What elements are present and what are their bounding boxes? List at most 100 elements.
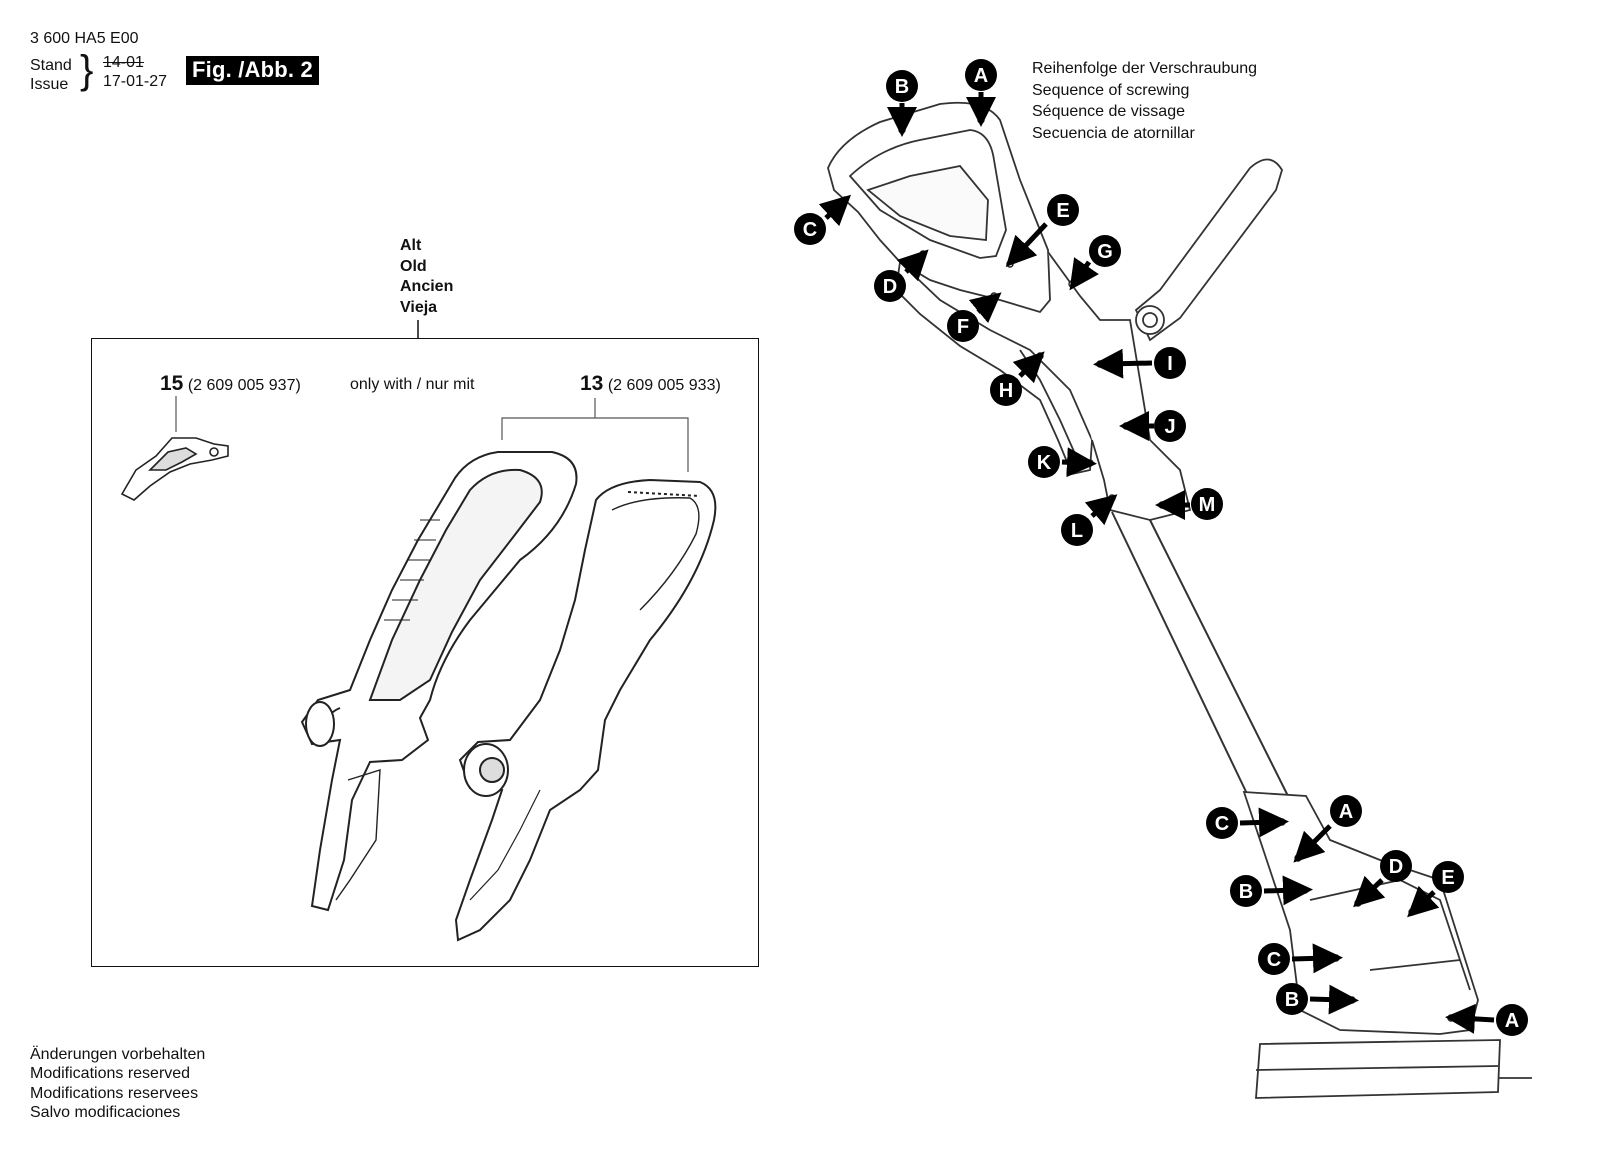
badge-letter: D xyxy=(883,276,897,298)
screw-badge-handle-e: E xyxy=(1005,194,1079,267)
badge-letter: D xyxy=(1389,856,1403,878)
screw-badge-handle-j: J xyxy=(1119,410,1186,442)
badge-letter: I xyxy=(1167,353,1173,375)
screw-badge-head-b: B xyxy=(1230,875,1313,907)
old-label-en: Old xyxy=(400,257,427,275)
badge-circle xyxy=(965,59,997,91)
stand-old-date: 14-01 xyxy=(103,54,144,71)
sequence-title-de: Reihenfolge der Verschraubung xyxy=(1032,60,1258,77)
part-number: 15 xyxy=(160,372,184,395)
old-label-fr: Ancien xyxy=(400,278,454,295)
screw-arrow xyxy=(968,292,1002,324)
figure-label: Fig. /Abb. 2 xyxy=(186,56,319,85)
badge-circle xyxy=(886,70,918,102)
screw-badge-head-a: A xyxy=(1293,795,1362,863)
badge-circle xyxy=(1276,983,1308,1015)
badge-letter: L xyxy=(1071,520,1083,542)
badge-circle xyxy=(1206,807,1238,839)
modifications-note: Änderungen vorbehalten Modifications res… xyxy=(30,1045,205,1122)
badge-letter: G xyxy=(1097,241,1113,263)
screw-arrow xyxy=(1353,875,1386,908)
badge-letter: M xyxy=(1199,494,1216,516)
screw-arrow xyxy=(1069,257,1099,291)
part-15-clip-drawing xyxy=(120,437,229,501)
badge-letter: A xyxy=(1339,801,1353,823)
badge-circle xyxy=(947,310,979,342)
screw-badge-handle-c: C xyxy=(794,194,851,245)
badge-letter: B xyxy=(895,76,909,98)
badge-circle xyxy=(1191,488,1223,520)
badge-letter: A xyxy=(1505,1010,1519,1032)
badge-circle xyxy=(794,213,826,245)
screw-arrow xyxy=(1061,447,1097,478)
stand-label: Stand xyxy=(30,57,72,74)
screw-badge-handle-d: D xyxy=(874,249,929,302)
only-with-note: only with / nur mit xyxy=(350,376,475,393)
badge-circle xyxy=(1258,943,1290,975)
badge-circle xyxy=(1154,347,1186,379)
old-handle-outer-drawing xyxy=(454,478,717,942)
badge-letter: E xyxy=(1441,867,1454,889)
screw-arrow xyxy=(896,249,929,282)
sequence-title-es: Secuencia de atornillar xyxy=(1032,124,1195,142)
part-code: (2 609 005 937) xyxy=(187,377,301,394)
modifications-de: Änderungen vorbehalten xyxy=(30,1046,206,1063)
part-code: (2 609 005 933) xyxy=(607,377,721,394)
screw-badge-head-b: B xyxy=(1276,983,1359,1015)
screw-badge-handle-k: K xyxy=(1028,446,1097,478)
screw-arrow xyxy=(1291,943,1343,974)
modifications-es: Salvo modificaciones xyxy=(30,1103,181,1121)
screw-badge-head-a: A xyxy=(1445,1003,1528,1036)
badge-letter: A xyxy=(974,65,988,87)
screw-badge-head-e: E xyxy=(1407,861,1464,918)
screw-badge-handle-g: G xyxy=(1069,235,1121,291)
screw-arrow xyxy=(818,194,851,227)
badge-circle xyxy=(1330,795,1362,827)
part-13-label: 13 (2 609 005 933) xyxy=(580,372,721,396)
badge-letter: K xyxy=(1037,452,1052,474)
issue-date: 17-01-27 xyxy=(103,73,168,90)
screw-badge-handle-b: B xyxy=(886,70,918,137)
badge-circle xyxy=(1230,875,1262,907)
old-label-de: Alt xyxy=(400,237,422,254)
modifications-en: Modifications reserved xyxy=(30,1065,191,1083)
badge-circle xyxy=(1061,514,1093,546)
screw-badge-head-c: C xyxy=(1258,943,1343,975)
screw-arrow xyxy=(1239,807,1289,838)
screw-badge-handle-i: I xyxy=(1093,347,1186,379)
badge-circle xyxy=(1496,1004,1528,1036)
badge-letter: E xyxy=(1056,200,1069,222)
screw-badge-head-c: C xyxy=(1206,807,1289,839)
badge-circle xyxy=(1028,446,1060,478)
badge-circle xyxy=(990,374,1022,406)
screw-arrow xyxy=(1093,348,1153,379)
part-number: 13 xyxy=(580,372,604,395)
modifications-fr: Modifications reservees xyxy=(30,1084,199,1102)
screw-badge-handle-m: M xyxy=(1155,488,1223,520)
badge-letter: C xyxy=(1215,813,1229,835)
old-handle-inner-drawing xyxy=(300,451,578,912)
badge-circle xyxy=(874,270,906,302)
screw-arrow xyxy=(1445,1003,1495,1034)
screw-badge-handle-h: H xyxy=(990,351,1045,406)
screw-sequence-title: Reihenfolge der Verschraubung Sequence o… xyxy=(1032,58,1257,144)
document-id: 3 600 HA5 E00 xyxy=(30,30,139,47)
screw-arrow xyxy=(1012,351,1045,384)
badge-circle xyxy=(1047,194,1079,226)
badge-letter: B xyxy=(1285,989,1299,1011)
part-15-label: 15 (2 609 005 937) xyxy=(160,372,301,396)
screw-badge-handle-l: L xyxy=(1061,494,1118,546)
screw-badge-handle-f: F xyxy=(947,292,1002,342)
screw-arrow xyxy=(1084,494,1118,526)
issue-label: Issue xyxy=(30,76,69,93)
sequence-title-en: Sequence of screwing xyxy=(1032,81,1190,99)
screw-arrow xyxy=(1293,824,1332,863)
badge-letter: J xyxy=(1164,416,1175,438)
badge-circle xyxy=(1432,861,1464,893)
badge-circle xyxy=(1154,410,1186,442)
old-version-frame xyxy=(91,338,759,967)
screw-badge-head-d: D xyxy=(1353,850,1412,908)
badge-letter: C xyxy=(803,219,817,241)
sequence-title-fr: Séquence de vissage xyxy=(1032,103,1185,120)
